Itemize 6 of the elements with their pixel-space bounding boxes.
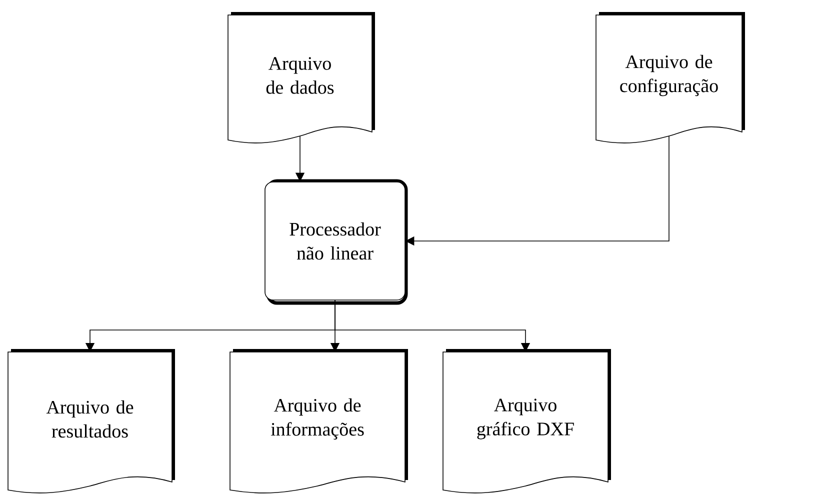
document-box: Arquivo de dados	[228, 12, 375, 144]
document-box: Arquivo de resultados	[8, 349, 175, 494]
document-box: Arquivo de configuração	[596, 12, 745, 144]
document-box: Arquivo gráfico DXF	[442, 349, 611, 494]
process-box: Processador não linear	[264, 179, 408, 305]
document-box: Arquivo de informações	[230, 349, 408, 494]
